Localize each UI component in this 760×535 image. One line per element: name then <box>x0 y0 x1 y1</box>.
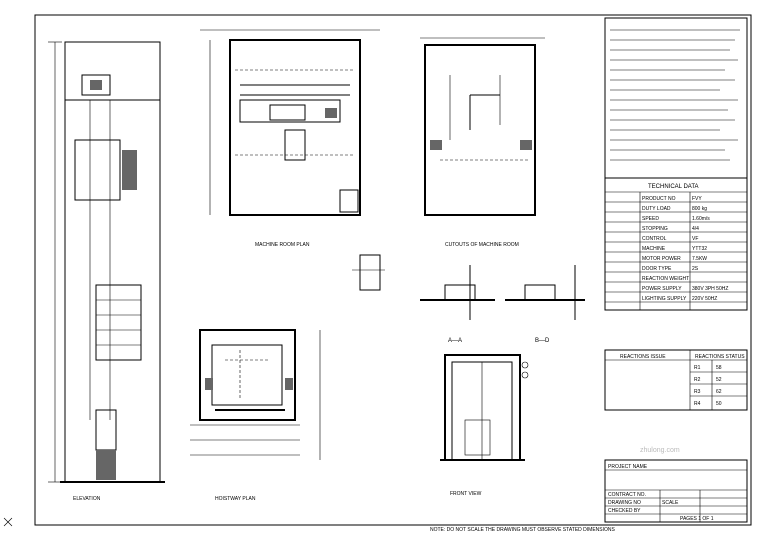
reactions-table: REACTIONS ISSUE REACTIONS STATUS R1 58 R… <box>604 349 748 411</box>
elevation-title: ELEVATION <box>73 496 101 502</box>
hoistway-plan-title: HOISTWAY PLAN <box>215 496 256 502</box>
machine-room-plan-title: MACHINE ROOM PLAN <box>255 242 310 248</box>
tech-key: CONTROL <box>642 236 667 242</box>
project-name-label: PROJECT NAME <box>608 464 648 470</box>
tech-key: DUTY LOAD <box>642 206 671 212</box>
tech-key: STOPPING <box>642 226 668 232</box>
reaction-id: R2 <box>694 377 701 383</box>
tech-key: SPEED <box>642 216 659 222</box>
tech-value: VF <box>692 236 698 242</box>
corner-mark-icon <box>3 517 13 527</box>
tech-key: POWER SUPPLY <box>642 286 682 292</box>
tech-key: MACHINE <box>642 246 666 252</box>
front-view-title: FRONT VIEW <box>450 491 482 497</box>
tech-value: 7.5KW <box>692 256 707 262</box>
tech-value: YTT32 <box>692 246 707 252</box>
tech-value: 380V 3PH 50HZ <box>692 286 728 292</box>
section-b-label: B—D <box>535 338 550 344</box>
reaction-val: 62 <box>716 389 722 395</box>
tech-value: 220V 50HZ <box>692 296 717 302</box>
title-block: PROJECT NAME CONTRACT NO. DRAWING NO CHE… <box>604 459 748 523</box>
reaction-id: R1 <box>694 365 701 371</box>
reaction-id: R4 <box>694 401 701 407</box>
tech-key: REACTION WEIGHT <box>642 276 689 282</box>
reaction-val: 50 <box>716 401 722 407</box>
cutouts-title: CUTOUTS OF MACHINE ROOM <box>445 242 519 248</box>
notes-panel <box>604 17 748 179</box>
tech-value: 1.60m/s <box>692 216 710 222</box>
reaction-val: 58 <box>716 365 722 371</box>
scale-label: SCALE <box>662 500 679 506</box>
checked-label: CHECKED BY <box>608 508 641 514</box>
reactions-col2: REACTIONS STATUS <box>695 354 745 360</box>
reaction-id: R3 <box>694 389 701 395</box>
reaction-val: 52 <box>716 377 722 383</box>
technical-data-table: TECHNICAL DATA PRODUCT NO FVY DUTY LOAD … <box>604 177 748 311</box>
tech-key: PRODUCT NO <box>642 196 676 202</box>
tech-value: 4/4 <box>692 226 699 232</box>
tech-value: FVY <box>692 196 702 202</box>
tech-value: 800 kg <box>692 206 707 212</box>
watermark: zhulong.com <box>640 447 680 454</box>
hoistway-plan-view: HOISTWAY PLAN <box>190 329 321 502</box>
drawing-border <box>34 14 752 526</box>
footer-note: NOTE: DO NOT SCALE THE DRAWING MUST OBSE… <box>430 527 616 533</box>
tech-key: DOOR TYPE <box>642 266 672 272</box>
machine-room-plan-view: MACHINE ROOM PLAN <box>200 29 380 248</box>
contract-label: CONTRACT NO. <box>608 492 646 498</box>
tech-key: MOTOR POWER <box>642 256 681 262</box>
reactions-col1: REACTIONS ISSUE <box>620 354 666 360</box>
tech-value: 2S <box>692 266 699 272</box>
front-view: FRONT VIEW <box>440 354 529 497</box>
pages-label: PAGES 1 OF 1 <box>680 516 714 522</box>
cutouts-view: CUTOUTS OF MACHINE ROOM <box>420 37 545 248</box>
elevation-view: ELEVATION <box>48 41 165 502</box>
section-a-label: A—A <box>448 338 462 344</box>
drawing-label: DRAWING NO <box>608 500 641 506</box>
section-views: A—A B—D <box>352 254 585 344</box>
technical-data-title: TECHNICAL DATA <box>648 184 699 190</box>
tech-key: LIGHTING SUPPLY <box>642 296 687 302</box>
